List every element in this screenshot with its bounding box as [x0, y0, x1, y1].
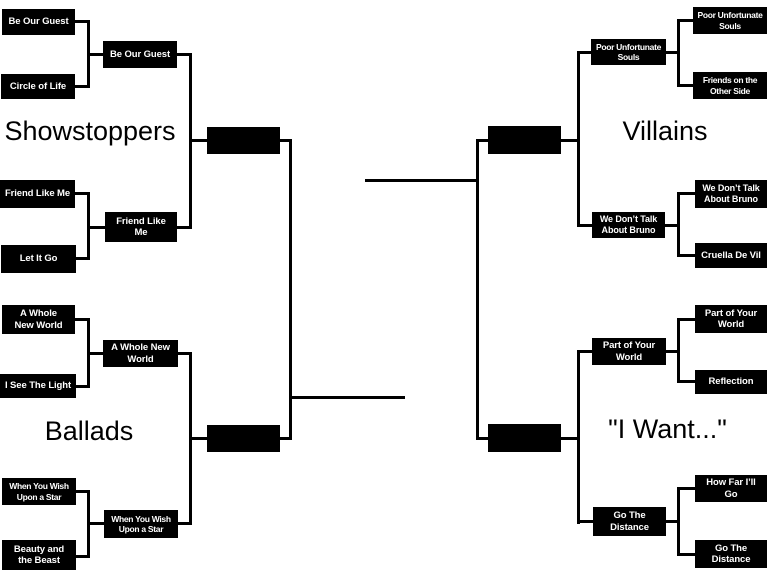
- region-label-ballads: Ballads: [44, 416, 134, 446]
- r1-reflection: Reflection: [695, 370, 767, 394]
- connector-line: [87, 522, 104, 525]
- r2-a-whole-new-world: A Whole New World: [103, 340, 178, 367]
- connector-line: [678, 553, 695, 556]
- r1-friend-like-me: Friend Like Me: [0, 180, 75, 208]
- r1-beauty-and-the-beast: Beauty and the Beast: [2, 540, 76, 570]
- connector-line: [666, 51, 680, 54]
- connector-line: [678, 19, 693, 22]
- connector-line: [678, 380, 695, 383]
- r1-friends-on-the-other-side: Friends on the Other Side: [693, 72, 767, 99]
- r1-go-the-distance: Go The Distance: [695, 540, 767, 568]
- connector-line: [177, 53, 192, 56]
- r1-be-our-guest: Be Our Guest: [2, 9, 75, 35]
- connector-line: [666, 520, 679, 523]
- r2-friend-like-me: Friend Like Me: [105, 212, 177, 242]
- region-label-i-want: "I Want...": [608, 414, 727, 444]
- connector-line: [74, 20, 90, 23]
- connector-line: [578, 51, 593, 54]
- connector-line: [280, 139, 292, 142]
- semifinal-slot-right-top: [488, 126, 561, 154]
- r1-part-of-your-world: Part of Your World: [695, 305, 767, 333]
- connector-line: [476, 139, 479, 440]
- semifinal-slot-left-top: [207, 127, 280, 154]
- connector-line: [75, 318, 90, 321]
- connector-line: [74, 85, 90, 88]
- connector-line: [578, 224, 594, 227]
- connector-line: [678, 84, 693, 87]
- connector-line: [87, 352, 103, 355]
- connector-line: [76, 555, 90, 558]
- semifinal-slot-right-bottom: [488, 424, 561, 452]
- r2-poor-unfortunate-souls: Poor Unfortunate Souls: [591, 39, 666, 65]
- connector-line: [280, 437, 292, 440]
- r1-we-dont-talk-about-bruno: We Don’t Talk About Bruno: [695, 180, 767, 208]
- final-line-right: [365, 179, 479, 182]
- connector-line: [578, 520, 595, 523]
- connector-line: [561, 139, 579, 142]
- r2-be-our-guest: Be Our Guest: [103, 41, 177, 68]
- r2-we-dont-talk-about-bruno: We Don’t Talk About Bruno: [592, 212, 665, 238]
- semifinal-slot-left-bottom: [207, 425, 280, 452]
- connector-line: [76, 385, 90, 388]
- region-label-villains: Villains: [622, 116, 708, 146]
- r1-cruella-de-vil: Cruella De Vil: [695, 243, 767, 268]
- connector-line: [76, 257, 90, 260]
- connector-line: [177, 226, 191, 229]
- connector-line: [289, 139, 292, 440]
- connector-line: [578, 350, 594, 353]
- r1-when-you-wish-upon-a-star: When You Wish Upon a Star: [2, 478, 76, 505]
- connector-line: [477, 139, 490, 142]
- connector-line: [189, 437, 207, 440]
- r1-a-whole-new-world: A Whole New World: [2, 305, 75, 334]
- r1-let-it-go: Let It Go: [1, 245, 76, 273]
- r1-circle-of-life: Circle of Life: [1, 74, 75, 99]
- connector-line: [76, 490, 90, 493]
- connector-line: [666, 350, 679, 353]
- connector-line: [87, 226, 105, 229]
- r1-poor-unfortunate-souls: Poor Unfortunate Souls: [693, 7, 767, 34]
- connector-line: [561, 437, 579, 440]
- connector-line: [477, 437, 490, 440]
- connector-line: [178, 352, 191, 355]
- r2-part-of-your-world: Part of Your World: [592, 338, 666, 365]
- r2-go-the-distance: Go The Distance: [593, 507, 666, 536]
- connector-line: [678, 254, 695, 257]
- r2-when-you-wish-upon-a-star: When You Wish Upon a Star: [104, 510, 178, 538]
- connector-line: [87, 53, 103, 56]
- connector-line: [178, 522, 191, 525]
- r1-i-see-the-light: I See The Light: [0, 374, 76, 398]
- connector-line: [678, 192, 695, 195]
- connector-line: [678, 318, 695, 321]
- region-label-showstoppers: Showstoppers: [4, 116, 176, 146]
- final-line-left: [289, 396, 405, 399]
- connector-line: [75, 192, 90, 195]
- connector-line: [678, 487, 695, 490]
- connector-line: [665, 224, 679, 227]
- r1-how-far-ill-go: How Far I’ll Go: [695, 475, 767, 502]
- connector-line: [189, 139, 207, 142]
